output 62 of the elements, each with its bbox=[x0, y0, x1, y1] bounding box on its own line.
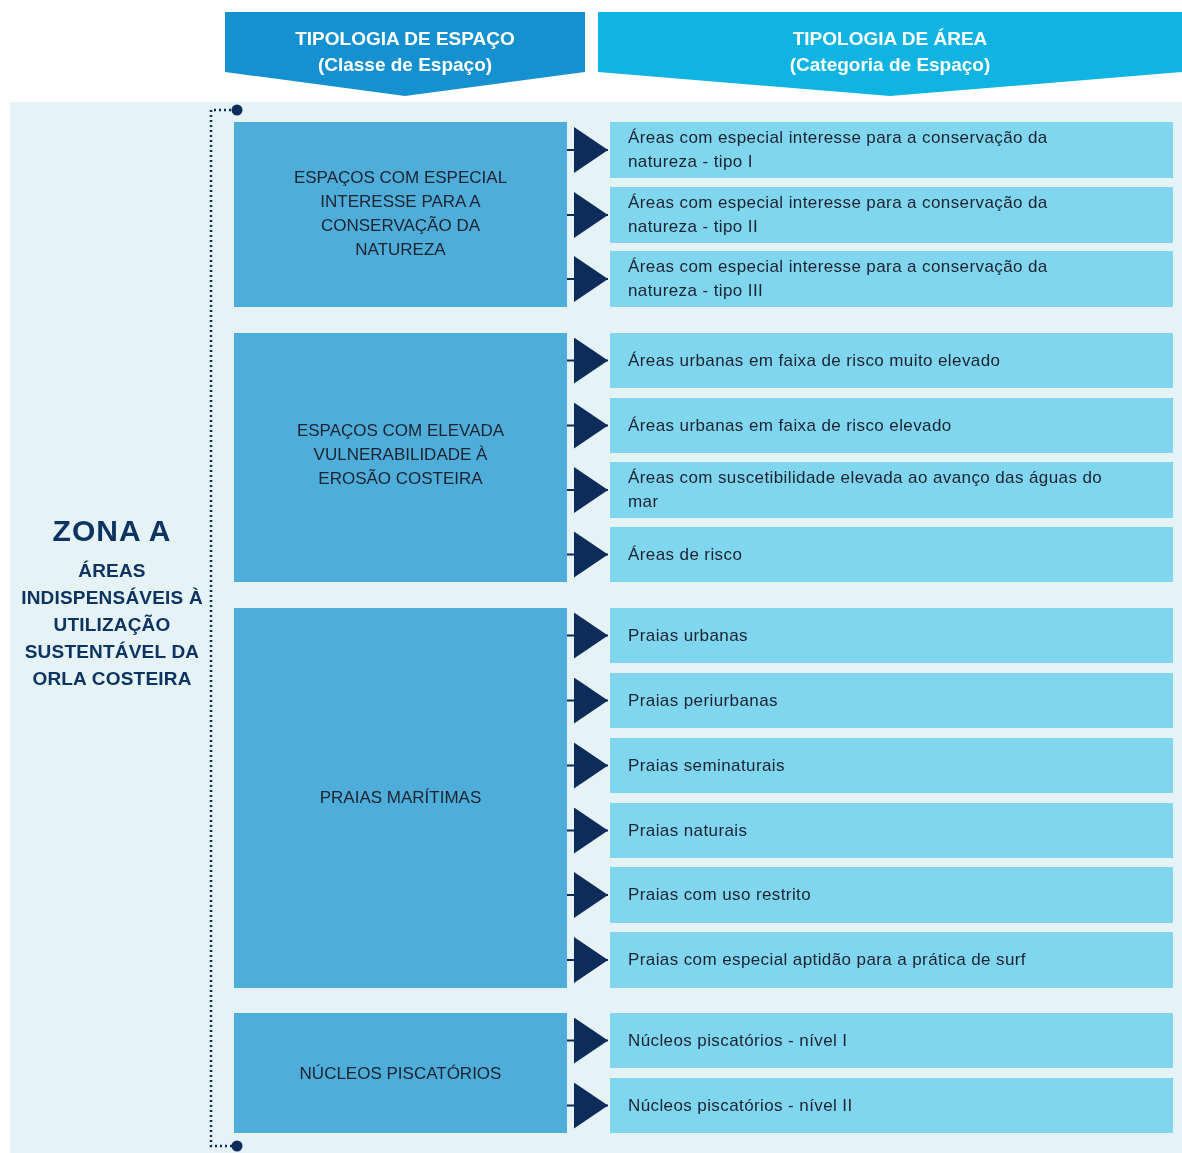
class-label: ESPAÇOS COM ELEVADA VULNERABILIDADE À EROSÃO COSTEIRA bbox=[295, 420, 506, 490]
category-box bbox=[610, 738, 1173, 793]
category-box bbox=[610, 1013, 1173, 1068]
category-box bbox=[610, 608, 1173, 663]
category-box bbox=[610, 333, 1173, 388]
arrow bbox=[566, 872, 609, 918]
category-label: Áreas com suscetibilidade elevada ao avanço das águas do mar bbox=[628, 467, 1104, 513]
header-banner bbox=[225, 12, 585, 96]
category-box bbox=[610, 1078, 1173, 1133]
category-label: Praias periurbanas bbox=[628, 689, 778, 712]
header-text: (Categoria de Espaço) bbox=[789, 53, 991, 77]
category-label: Áreas urbanas em faixa de risco muito elevado bbox=[628, 349, 1001, 372]
class-box bbox=[234, 333, 567, 582]
header-text: (Classe de Espaço) bbox=[317, 53, 493, 77]
category-box bbox=[610, 527, 1173, 582]
arrow bbox=[566, 467, 609, 513]
category-box bbox=[610, 187, 1173, 243]
class-label: PRAIAS MARÍTIMAS bbox=[318, 787, 483, 809]
category-label: Praias naturais bbox=[628, 819, 748, 842]
arrow bbox=[566, 127, 609, 173]
arrow bbox=[566, 402, 609, 449]
category-box bbox=[610, 803, 1173, 858]
category-box bbox=[610, 932, 1173, 988]
arrow bbox=[566, 937, 609, 983]
category-box bbox=[610, 251, 1173, 307]
category-label: Praias urbanas bbox=[628, 624, 748, 647]
arrow bbox=[566, 677, 609, 724]
arrow bbox=[566, 612, 609, 659]
category-label: Núcleos piscatórios - nível I bbox=[628, 1029, 848, 1052]
class-box bbox=[234, 122, 567, 307]
category-box bbox=[610, 462, 1173, 518]
category-label: Áreas de risco bbox=[628, 543, 743, 566]
zone-panel bbox=[10, 102, 1182, 1153]
arrow bbox=[566, 531, 609, 578]
header-banner bbox=[598, 12, 1182, 96]
arrow bbox=[566, 256, 609, 302]
class-box bbox=[234, 1013, 567, 1133]
arrow bbox=[566, 807, 609, 854]
category-box bbox=[610, 398, 1173, 453]
category-label: Áreas urbanas em faixa de risco elevado bbox=[628, 414, 952, 437]
category-label: Núcleos piscatórios - nível II bbox=[628, 1094, 853, 1117]
category-label: Áreas com especial interesse para a conservação da natureza - tipo I bbox=[628, 127, 1049, 173]
category-label: Áreas com especial interesse para a conservação da natureza - tipo II bbox=[628, 192, 1049, 238]
category-label: Praias com especial aptidão para a prática de surf bbox=[628, 949, 1026, 971]
arrow bbox=[566, 192, 609, 238]
arrow bbox=[566, 1082, 609, 1129]
category-box bbox=[610, 122, 1173, 178]
class-box bbox=[234, 608, 567, 988]
zone-title: ZONA A bbox=[51, 514, 173, 548]
arrow bbox=[566, 337, 609, 384]
header-text: TIPOLOGIA DE ESPAÇO bbox=[295, 27, 515, 51]
arrow bbox=[566, 1017, 609, 1064]
header-text: TIPOLOGIA DE ÁREA bbox=[792, 27, 988, 51]
arrow bbox=[566, 742, 609, 789]
category-label: Praias seminaturais bbox=[628, 754, 785, 777]
category-label: Praias com uso restrito bbox=[628, 884, 812, 906]
category-box bbox=[610, 867, 1173, 923]
class-label: ESPAÇOS COM ESPECIAL INTERESSE PARA A CONSERVAÇÃO DA NATUREZA bbox=[292, 167, 509, 261]
category-label: Áreas com especial interesse para a conservação da natureza - tipo III bbox=[628, 256, 1049, 302]
class-label: NÚCLEOS PISCATÓRIOS bbox=[298, 1063, 503, 1085]
zone-subtitle: ÁREAS INDISPENSÁVEIS À UTILIZAÇÃO SUSTENTÁVEL DA ORLA COSTEIRA bbox=[20, 559, 204, 691]
category-box bbox=[610, 673, 1173, 728]
